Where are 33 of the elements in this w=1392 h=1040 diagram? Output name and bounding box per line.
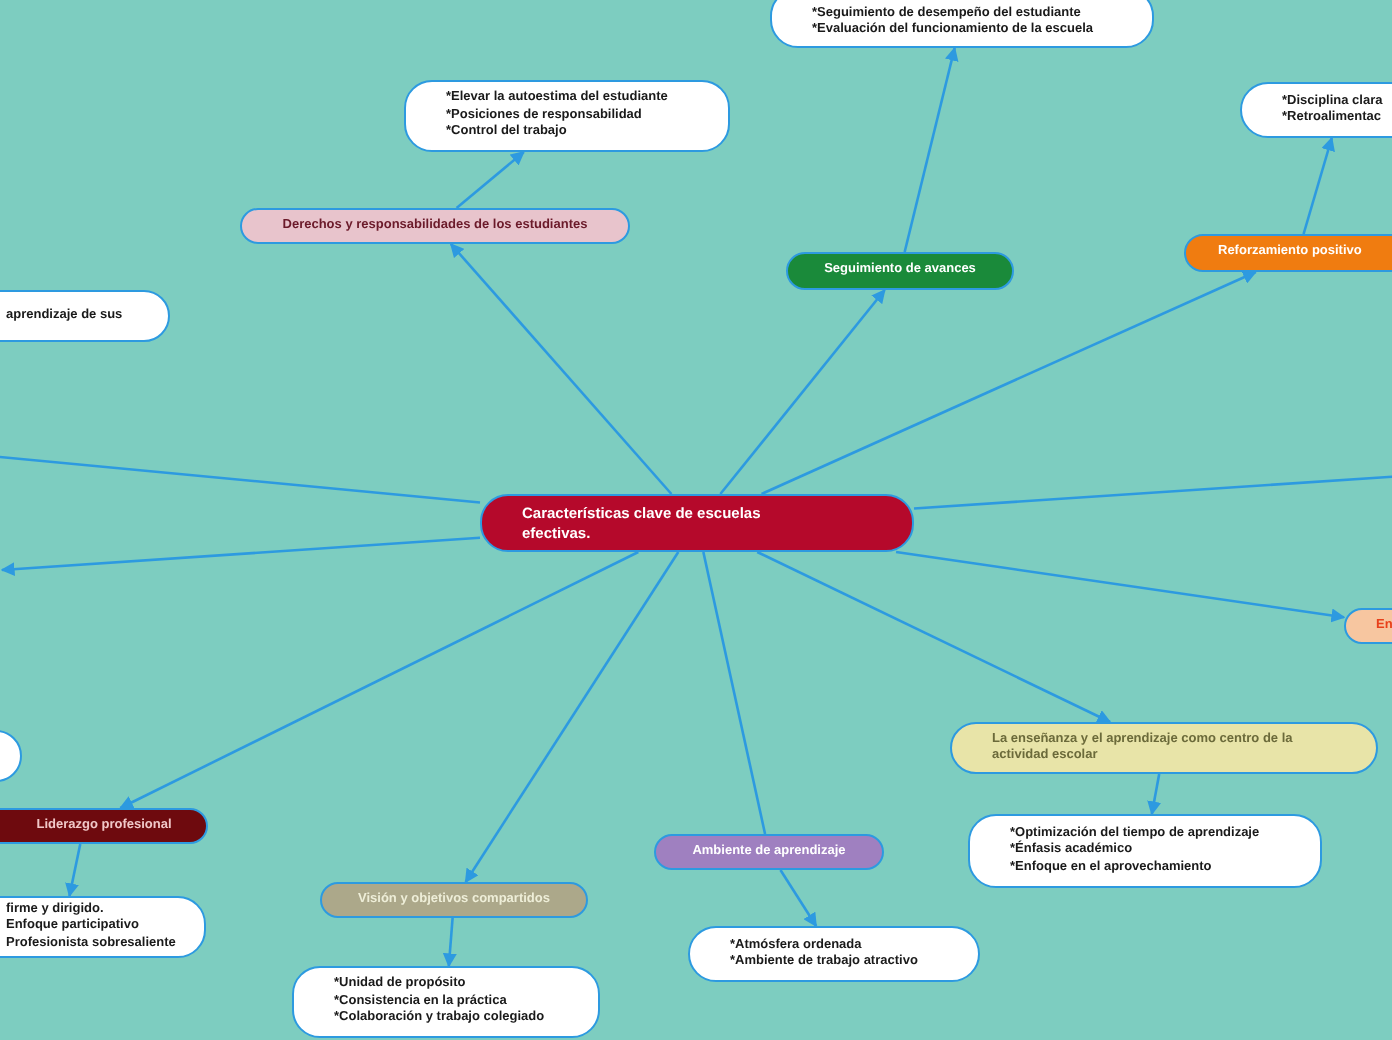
connector-line: [0, 454, 481, 504]
arrow: [455, 151, 525, 209]
detail-box: [1240, 82, 1392, 138]
arrow: [65, 843, 82, 898]
arrow: [761, 270, 1257, 496]
arrow: [1302, 136, 1335, 235]
arrow: [756, 550, 1112, 724]
arrow: [779, 869, 818, 928]
detail-box: [688, 926, 980, 982]
arrow: [442, 917, 457, 968]
connector-line: [913, 474, 1392, 510]
topic-box: [786, 252, 1014, 290]
central-topic-box: [480, 494, 914, 552]
arrow: [449, 242, 673, 495]
arrow: [119, 550, 639, 810]
detail-box: [404, 80, 730, 152]
connector-line: [702, 551, 767, 835]
arrow: [1147, 773, 1161, 816]
detail-box: [770, 0, 1154, 48]
arrow: [895, 550, 1346, 623]
detail-box: [968, 814, 1322, 888]
arrow: [719, 288, 886, 495]
detail-box: [292, 966, 600, 1038]
arrow: [0, 536, 481, 577]
topic-box: [1184, 234, 1392, 272]
topic-box: [240, 208, 630, 244]
arrow: [903, 46, 959, 253]
topic-box: [950, 722, 1378, 774]
topic-box: [320, 882, 588, 918]
detail-box: [0, 896, 206, 958]
topic-box: [0, 808, 208, 844]
arrow: [464, 551, 680, 884]
topic-box: [654, 834, 884, 870]
